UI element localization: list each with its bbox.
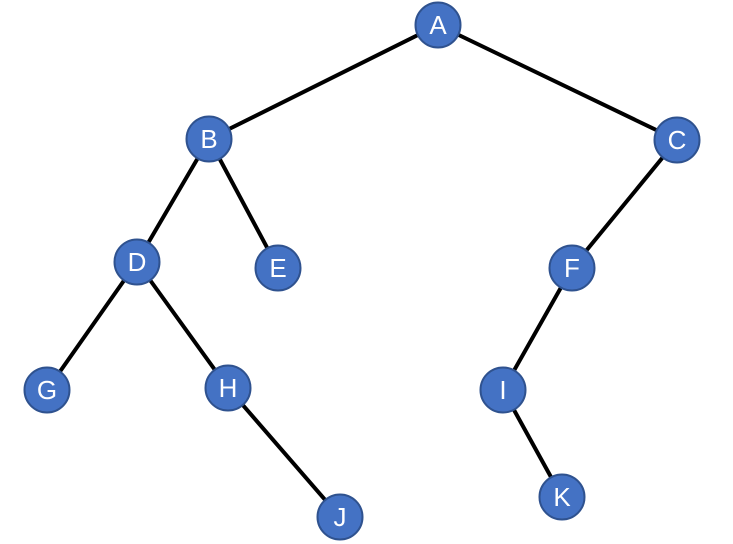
tree-node-E: E: [254, 244, 302, 292]
node-circle-J: [316, 493, 364, 541]
edge-C-F: [570, 138, 679, 270]
edge-D-H: [135, 260, 230, 390]
edge-A-B: [207, 23, 440, 141]
edge-D-G: [45, 260, 139, 392]
edge-A-C: [436, 23, 679, 142]
node-circle-D: [113, 238, 161, 286]
node-circle-H: [204, 364, 252, 412]
tree-node-C: C: [653, 116, 701, 164]
node-circle-C: [653, 116, 701, 164]
tree-node-A: A: [414, 1, 462, 49]
tree-node-B: B: [185, 115, 233, 163]
node-circle-K: [538, 473, 586, 521]
edge-B-E: [207, 137, 280, 270]
node-circle-I: [479, 366, 527, 414]
node-circle-A: [414, 1, 462, 49]
edge-H-J: [226, 386, 342, 519]
node-circle-F: [548, 244, 596, 292]
tree-node-F: F: [548, 244, 596, 292]
tree-node-K: K: [538, 473, 586, 521]
node-circle-B: [185, 115, 233, 163]
tree-node-G: G: [23, 366, 71, 414]
tree-node-D: D: [113, 238, 161, 286]
node-circle-G: [23, 366, 71, 414]
tree-node-H: H: [204, 364, 252, 412]
node-circle-E: [254, 244, 302, 292]
tree-node-J: J: [316, 493, 364, 541]
nodes-layer: A B C D E F G H I J K: [23, 1, 701, 541]
tree-node-I: I: [479, 366, 527, 414]
edge-B-D: [135, 137, 211, 264]
